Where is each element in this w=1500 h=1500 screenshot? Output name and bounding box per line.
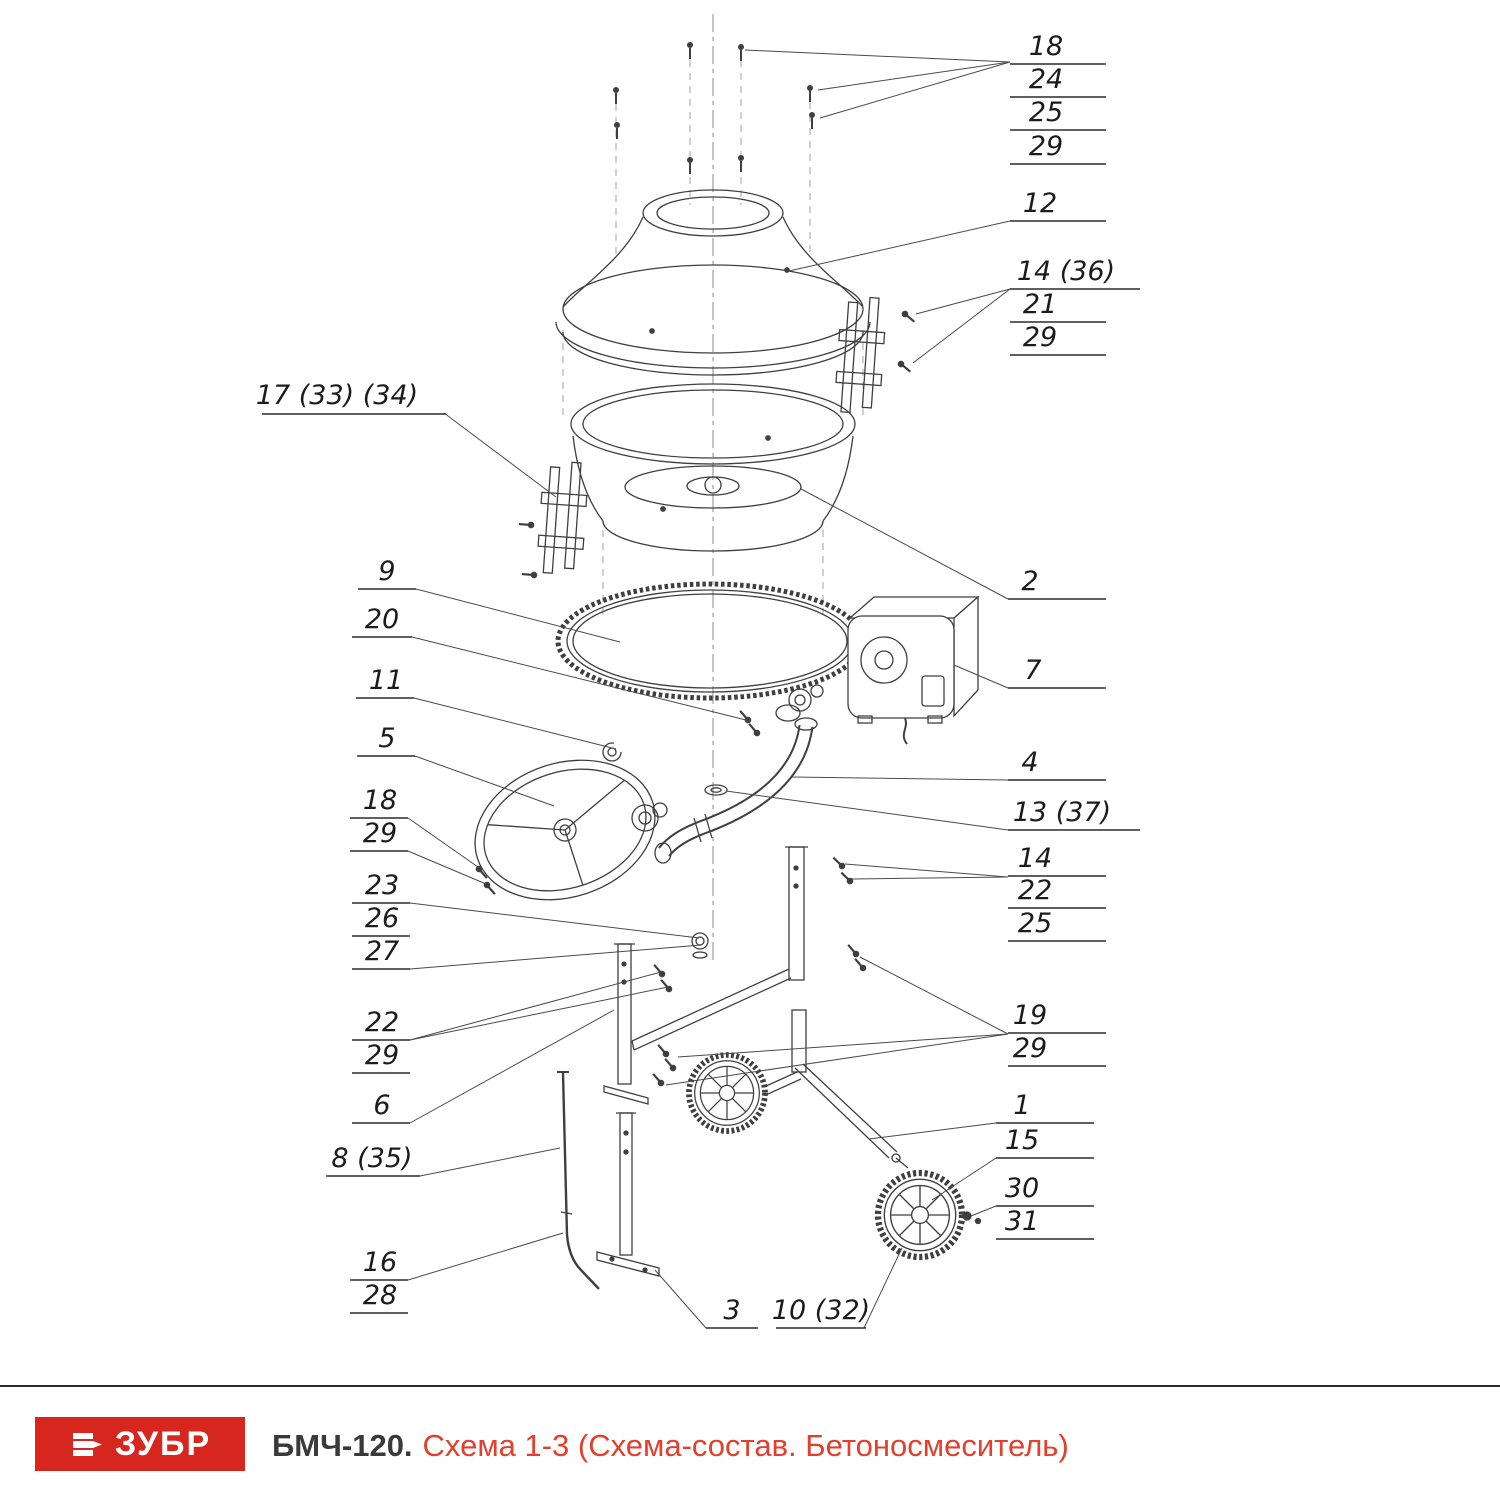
callout-label-29-right-lower: 29	[1013, 1033, 1047, 1064]
callout-label-25-top: 25	[1029, 97, 1063, 128]
part-bracket-left	[537, 461, 588, 574]
callout-label-4: 4	[1021, 747, 1038, 778]
callout-label-28: 28	[363, 1280, 397, 1311]
part-frame	[631, 846, 909, 1169]
callout-label-18-left: 18	[363, 785, 397, 816]
callout-label-27: 27	[365, 936, 399, 967]
part-drum-top	[555, 189, 871, 376]
callout-label-31: 31	[1005, 1206, 1039, 1237]
callout-label-14-36: 14 (36)	[1017, 256, 1115, 287]
part-wheel-front	[689, 1055, 765, 1131]
callout-label-24: 24	[1029, 64, 1063, 95]
part-pipe	[654, 717, 818, 864]
callout-label-22-left: 22	[365, 1007, 399, 1038]
callout-label-15: 15	[1005, 1125, 1039, 1156]
callout-label-29-right: 29	[1023, 322, 1057, 353]
callout-label-13-37: 13 (37)	[1013, 797, 1111, 828]
callout-label-2: 2	[1021, 566, 1038, 597]
callout-label-17-33-34: 17 (33) (34)	[256, 380, 418, 411]
part-post-lower	[596, 1112, 660, 1277]
callout-label-21: 21	[1023, 289, 1057, 320]
footer-divider	[0, 1385, 1500, 1387]
zubr-logo: ЗУБР	[35, 1417, 245, 1471]
callout-label-29-left: 29	[363, 818, 397, 849]
part-post-left	[603, 943, 649, 1105]
callout-labels: 18 24 25 29 12 14 (36) 21 29 17 (33) (34…	[256, 31, 1140, 1329]
model-number: БМЧ-120.	[272, 1428, 413, 1463]
callout-label-7: 7	[1024, 655, 1041, 686]
callout-label-11: 11	[369, 665, 403, 696]
callout-label-6: 6	[373, 1090, 390, 1121]
construction-lines	[562, 14, 864, 962]
part-rod	[557, 1071, 600, 1290]
callout-label-29-top: 29	[1029, 131, 1063, 162]
callout-label-20: 20	[365, 604, 399, 635]
part-washer	[704, 784, 728, 796]
fasteners-19	[648, 943, 870, 1089]
part-bracket-right	[835, 296, 886, 414]
zubr-logo-icon	[72, 1433, 102, 1456]
part-coupling	[775, 684, 824, 722]
callout-label-18-top: 18	[1029, 31, 1063, 62]
callout-label-22-mid: 22	[1018, 875, 1052, 906]
fasteners-top	[612, 41, 816, 175]
callout-label-25-mid: 25	[1018, 908, 1052, 939]
zubr-logo-text: ЗУБР	[114, 1425, 212, 1463]
callout-label-1: 1	[1013, 1090, 1030, 1121]
part-clip	[602, 742, 622, 762]
callout-label-26: 26	[365, 903, 399, 934]
callout-label-16: 16	[363, 1247, 397, 1278]
callout-label-3: 3	[723, 1295, 740, 1326]
part-motor	[847, 595, 980, 745]
part-wheel-rear	[878, 1173, 962, 1257]
callout-label-5: 5	[378, 723, 395, 754]
footer-title: БМЧ-120. Схема 1-3 (Схема-состав. Бетонос…	[272, 1428, 1069, 1464]
part-gear-ring	[555, 581, 865, 701]
callout-label-29-left-lower: 29	[365, 1040, 399, 1071]
callout-label-23: 23	[365, 870, 399, 901]
callout-label-19: 19	[1013, 1000, 1047, 1031]
fasteners-14-22-25	[829, 856, 856, 887]
scheme-title: Схема 1-3 (Схема-состав. Бетоносмеситель…	[422, 1428, 1069, 1463]
callout-label-10-32: 10 (32)	[772, 1295, 870, 1326]
callout-label-12: 12	[1023, 188, 1057, 219]
callout-label-30: 30	[1005, 1173, 1039, 1204]
callout-label-14-mid: 14	[1018, 843, 1052, 874]
fasteners-18-29	[472, 863, 500, 896]
part-bowl	[570, 383, 856, 552]
callout-label-9: 9	[378, 556, 395, 587]
leader-lines	[407, 49, 1011, 1329]
exploded-parts-diagram: 18 24 25 29 12 14 (36) 21 29 17 (33) (34…	[256, 14, 1140, 1329]
part-nut-rear	[962, 1211, 982, 1225]
callout-label-8-35: 8 (35)	[331, 1143, 412, 1174]
part-handwheel	[474, 759, 668, 901]
